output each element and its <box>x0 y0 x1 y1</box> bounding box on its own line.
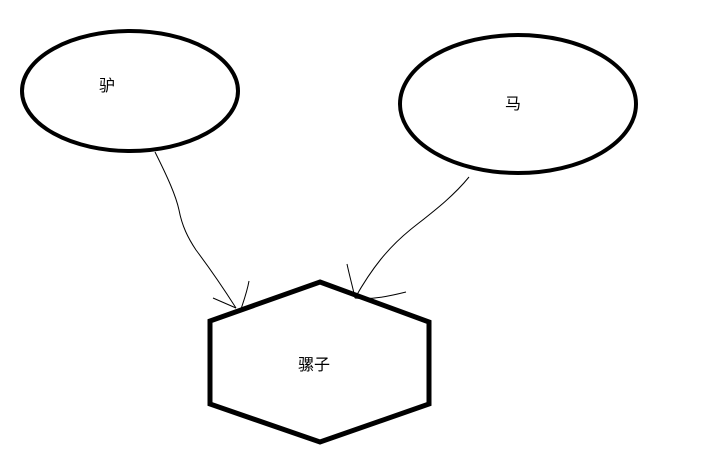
node-mule: 骡子 <box>207 279 432 445</box>
edge-donkey-to-mule-arrowhead <box>212 280 250 310</box>
node-mule-label: 骡子 <box>298 355 330 374</box>
node-mule-hexagon <box>207 279 432 445</box>
node-horse: 马 <box>398 33 638 175</box>
node-horse-label: 马 <box>505 94 521 113</box>
node-horse-ellipse <box>398 33 638 175</box>
edge-donkey-to-mule <box>154 151 250 310</box>
edge-horse-to-mule-line <box>354 176 470 299</box>
node-donkey-label: 驴 <box>99 76 115 95</box>
edge-horse-to-mule-arrowhead <box>346 263 407 299</box>
edge-horse-to-mule <box>346 176 470 299</box>
node-donkey-ellipse <box>20 29 240 153</box>
node-donkey: 驴 <box>20 29 240 153</box>
edge-donkey-to-mule-line <box>154 151 237 309</box>
